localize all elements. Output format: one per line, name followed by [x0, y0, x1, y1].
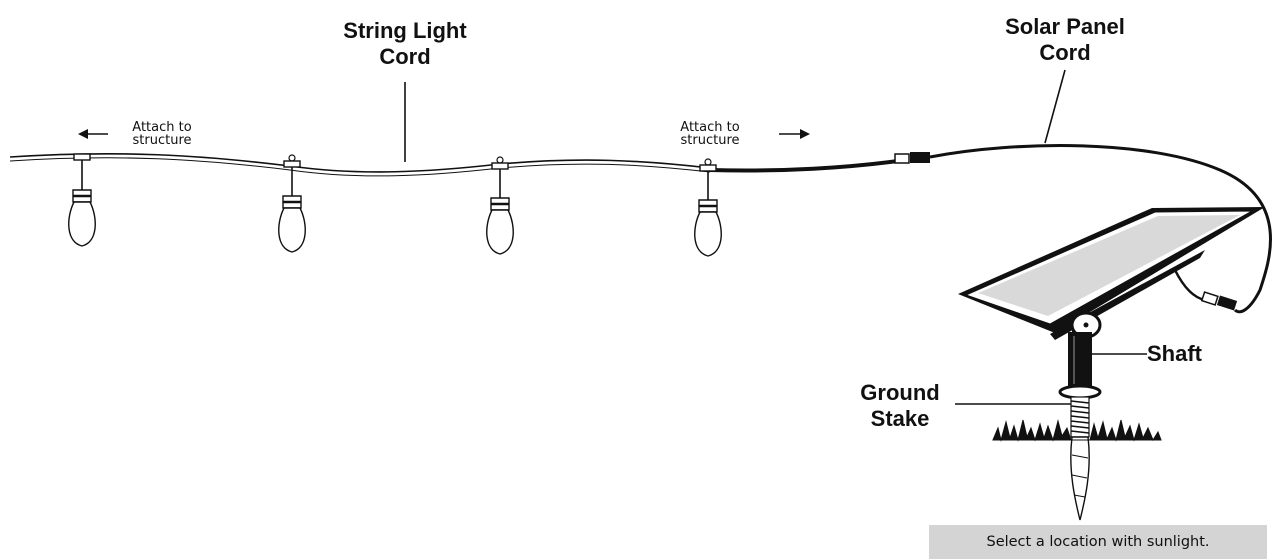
string-light-cord	[9, 152, 711, 173]
solar-panel-cord-label-line2: Cord	[1039, 40, 1091, 65]
light-bulb-icon	[68, 153, 96, 247]
cord-connector	[894, 152, 930, 164]
solar-panel-cord-continued	[929, 144, 1272, 314]
attach-right-line2: structure	[680, 133, 740, 148]
solar-panel-leader	[1044, 69, 1066, 144]
string-light-cord-outline	[9, 157, 711, 177]
solar-panel-cord-label: Solar Panel Cord	[960, 14, 1170, 66]
caption-box: Select a location with sunlight.	[929, 525, 1267, 559]
caption-text: Select a location with sunlight.	[986, 534, 1210, 550]
shaft	[1068, 332, 1092, 387]
ground-stake-label-line1: Ground	[860, 380, 940, 405]
attach-left-label: Attach to structure	[112, 121, 212, 147]
ground-stake-label-line2: Stake	[870, 406, 930, 431]
solar-panel-cord	[709, 158, 906, 173]
grass-icon	[992, 419, 1162, 442]
shaft-label: Shaft	[1147, 341, 1202, 366]
panel-mount	[1070, 311, 1102, 339]
solar-panel-cord-label-line1: Solar Panel	[1005, 14, 1125, 39]
light-bulb-icon	[694, 158, 722, 257]
attach-left-line1: Attach to	[132, 120, 192, 135]
ground-stake	[1070, 396, 1090, 521]
solar-panel-cord-lower	[1173, 269, 1206, 302]
string-light-cord-label-line2: Cord	[379, 44, 431, 69]
ground-stake-label: Ground Stake	[840, 380, 960, 432]
attach-right-label: Attach to structure	[660, 121, 760, 147]
solar-panel-icon	[958, 207, 1265, 340]
attach-left-line2: structure	[132, 133, 192, 148]
string-light-cord-label-line1: String Light	[343, 18, 467, 43]
arrow-right-icon	[779, 129, 810, 139]
shaft-collar	[1058, 384, 1102, 400]
panel-connector	[1200, 291, 1238, 311]
light-bulb-icon	[278, 154, 306, 253]
string-light-cord-label: String Light Cord	[300, 18, 510, 70]
attach-right-line1: Attach to	[680, 120, 740, 135]
arrow-left-icon	[78, 129, 108, 139]
light-bulb-icon	[486, 156, 514, 255]
